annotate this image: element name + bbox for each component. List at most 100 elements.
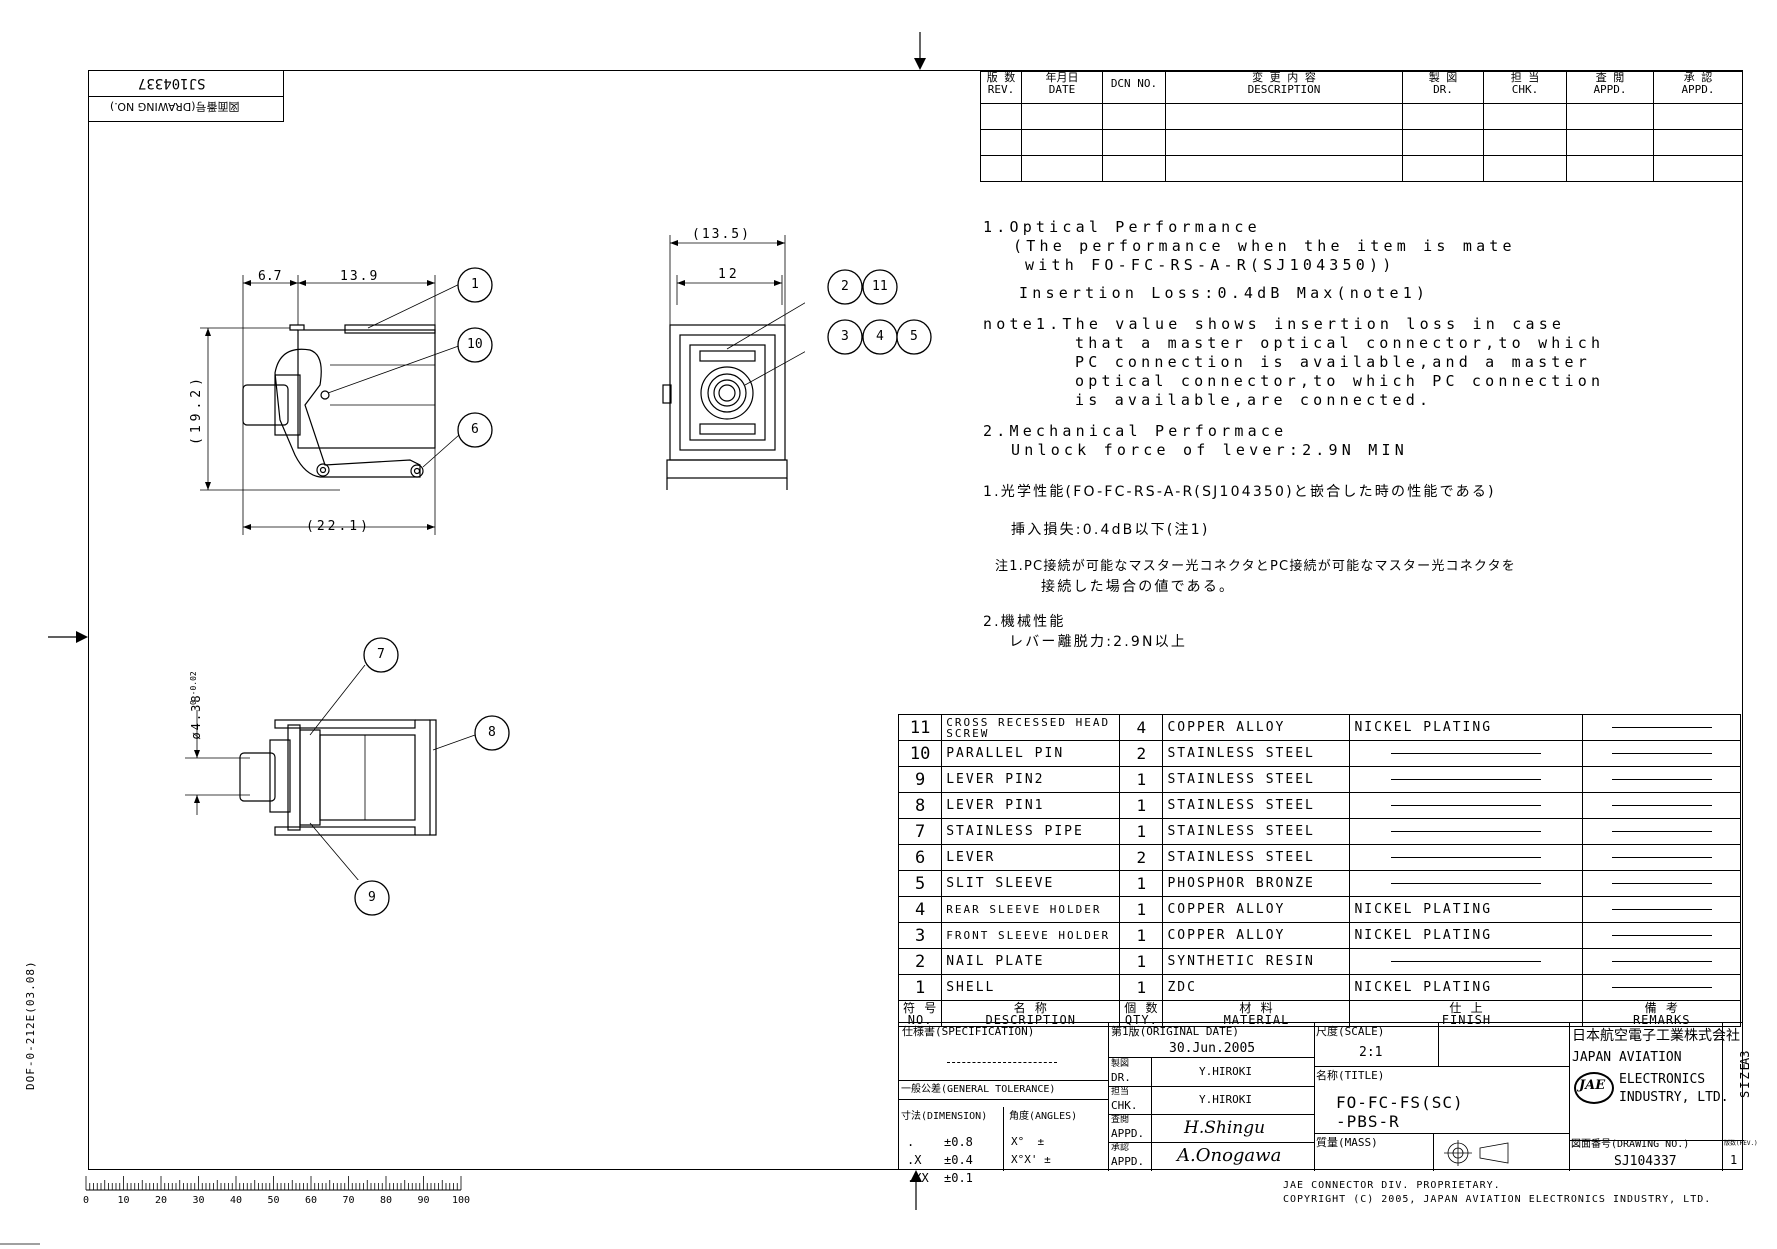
note-jp-line: 2.機械性能 xyxy=(983,614,1066,630)
tol-label: 一般公差(GENERAL TOLERANCE) xyxy=(901,1084,1056,1095)
chk-name: Y.HIROKI xyxy=(1199,1093,1252,1106)
dwg-no-value: SJ104337 xyxy=(1614,1154,1677,1169)
dr-h-jp: 製 図 xyxy=(1428,71,1458,84)
company-divider xyxy=(1569,1023,1570,1171)
sig-line xyxy=(1109,1114,1314,1115)
bottom-view-drawing xyxy=(185,664,476,880)
bom-finish: NICKEL PLATING xyxy=(1349,714,1584,741)
bom-no: 1 xyxy=(897,974,943,1001)
bom-remarks-dash xyxy=(1611,857,1712,858)
bom-qty: 1 xyxy=(1119,922,1164,949)
bom-remarks xyxy=(1582,922,1741,949)
rev-label: 版数(REV.) xyxy=(1724,1140,1758,1147)
dim-22.1: (22.1) xyxy=(306,519,371,534)
bom-qty: 1 xyxy=(1119,974,1164,1001)
dwg-no-label: 図面番号(DRAWING NO.) xyxy=(1571,1139,1690,1150)
dim-12: 12 xyxy=(718,267,740,282)
balloon-2: 2 xyxy=(841,279,849,294)
bom-remarks-dash xyxy=(1611,909,1712,910)
ruler-label: 0 xyxy=(83,1195,89,1206)
bom-finish-dash xyxy=(1391,961,1542,962)
rev-h-en: REV. xyxy=(987,82,1015,96)
revision-row xyxy=(980,155,1743,182)
bom-h-rem-jp: 備 考 xyxy=(1644,1000,1679,1015)
bom-finish-dash xyxy=(1391,857,1542,858)
balloon-4: 4 xyxy=(876,329,884,344)
orig-date-label: 第1版(ORIGINAL DATE) xyxy=(1111,1025,1239,1038)
note-jp-line: 1.光学性能(FO-FC-RS-A-R(SJ104350)と嵌合した時の性能であ… xyxy=(983,484,1496,500)
bom-remarks-dash xyxy=(1611,935,1712,936)
footer-proprietary: JAE CONNECTOR DIV. PROPRIETARY. xyxy=(1283,1180,1501,1191)
bom-finish-dash xyxy=(1391,883,1542,884)
bom-material: STAINLESS STEEL xyxy=(1162,792,1351,819)
balloon-6: 6 xyxy=(471,422,479,437)
company-name-en-2: ELECTRONICS xyxy=(1619,1072,1706,1087)
bom-material: STAINLESS STEEL xyxy=(1162,766,1351,793)
bom-finish: NICKEL PLATING xyxy=(1349,922,1584,949)
jae-logo-text: JAE xyxy=(1579,1078,1606,1093)
dim-4.38-tol: 0 -0.02 xyxy=(189,671,198,705)
ruler-label: 40 xyxy=(230,1195,242,1206)
bom-remarks-dash xyxy=(1611,883,1712,884)
ruler-label: 20 xyxy=(155,1195,167,1206)
rev-cell: 版数(REV.) 1 xyxy=(1722,1141,1758,1171)
drawing-number-label-rotated: 図面番号(DRAWING NO.) xyxy=(110,100,240,113)
mass-label: 質量(MASS) xyxy=(1316,1136,1378,1149)
bom-material: SYNTHETIC RESIN xyxy=(1162,948,1351,975)
side-view-drawing xyxy=(200,275,469,535)
form-code: DOF-0-212E(03.08) xyxy=(24,960,37,1090)
appd2-h-jp: 承 認 xyxy=(1683,71,1713,84)
chk-label-jp: 担当 xyxy=(1111,1087,1130,1097)
balloon-8: 8 xyxy=(488,725,496,740)
bom-finish: NICKEL PLATING xyxy=(1349,974,1584,1001)
chk-h-en: CHK. xyxy=(1511,82,1539,96)
appd1-label-jp: 査閲 xyxy=(1111,1115,1130,1125)
company-name-en-3: INDUSTRY, LTD. xyxy=(1619,1090,1729,1105)
tol-fmt: .X xyxy=(907,1153,922,1167)
orig-date: 30.Jun.2005 xyxy=(1169,1041,1256,1056)
bom-material: PHOSPHOR BRONZE xyxy=(1162,870,1351,897)
bom-no: 5 xyxy=(897,870,943,897)
spec-label: 仕様書(SPECIFICATION) xyxy=(902,1025,1035,1038)
size-cell: SIZE A3 xyxy=(1722,1023,1752,1141)
scale-label: 尺度(SCALE) xyxy=(1316,1025,1385,1038)
bom-remarks xyxy=(1582,844,1741,871)
tol-fmt: .XX xyxy=(907,1171,929,1185)
appd1-signature: H.Shingu xyxy=(1184,1118,1266,1138)
revision-row xyxy=(980,103,1743,130)
bom-description: STAINLESS PIPE xyxy=(941,818,1121,845)
spec-area: 仕様書(SPECIFICATION) xyxy=(899,1023,1109,1081)
tol-ang: X°X' ± xyxy=(1011,1153,1051,1166)
bom-no: 10 xyxy=(897,740,943,767)
bom-material: COPPER ALLOY xyxy=(1162,922,1351,949)
bom-remarks xyxy=(1582,766,1741,793)
balloon-10: 10 xyxy=(467,337,483,352)
appd2-signature: A.Onogawa xyxy=(1177,1145,1282,1166)
ruler-label: 100 xyxy=(452,1195,470,1206)
spec-dash xyxy=(947,1062,1057,1063)
bom-no: 9 xyxy=(897,766,943,793)
note-line: optical connector,to which PC connection xyxy=(1075,372,1605,390)
proj-cell xyxy=(1439,1023,1569,1067)
bom-qty: 1 xyxy=(1119,948,1164,975)
bom-description: LEVER PIN1 xyxy=(941,792,1121,819)
bom-remarks xyxy=(1582,974,1741,1001)
bom-finish-dash xyxy=(1391,831,1542,832)
desc-h-jp: 変 更 内 容 xyxy=(1252,71,1316,84)
bom-material: STAINLESS STEEL xyxy=(1162,818,1351,845)
title-cell: 名称(TITLE) FO-FC-FS(SC) -PBS-R xyxy=(1314,1067,1569,1134)
appd1-label: APPD. xyxy=(1111,1127,1145,1140)
note-jp-line: 注1.PC接続が可能なマスター光コネクタとPC接続が可能なマスター光コネクタを xyxy=(995,559,1516,574)
bom-qty: 4 xyxy=(1119,714,1164,741)
bom-no: 7 xyxy=(897,818,943,845)
bom-finish xyxy=(1349,948,1584,975)
tol-divider xyxy=(1003,1107,1004,1171)
